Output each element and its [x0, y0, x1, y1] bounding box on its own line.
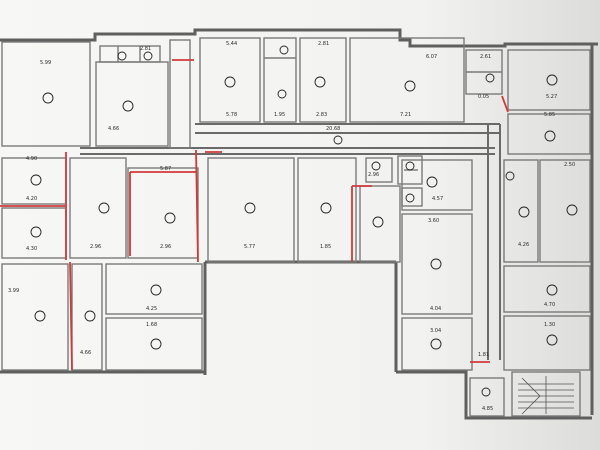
- room-markers: [30, 45, 578, 397]
- room-marker: [546, 334, 558, 346]
- red-markings: [0, 59, 509, 371]
- dim-label: 4.66: [108, 126, 119, 132]
- partitions: [1, 37, 591, 417]
- dim-label: 2.96: [368, 172, 379, 178]
- dim-label: 4.90: [26, 156, 37, 162]
- dim-label: 1.85: [320, 244, 331, 250]
- room-marker: [333, 135, 343, 145]
- dim-label: 4.66: [80, 350, 91, 356]
- dim-label: 2.50: [564, 162, 575, 168]
- room-marker: [143, 51, 153, 61]
- room-marker: [546, 74, 558, 86]
- dim-label: 7.21: [400, 112, 411, 118]
- room-marker: [320, 202, 332, 214]
- dim-label: 4.70: [544, 302, 555, 308]
- dim-label: 2.96: [90, 244, 101, 250]
- dim-label: 5.78: [226, 112, 237, 118]
- dimension-labels: 5.99 2.81 5.44 2.81 6.07 2.61 5.27 4.66 …: [8, 41, 575, 412]
- room-marker: [84, 310, 96, 322]
- room-marker: [372, 216, 384, 228]
- room-marker: [430, 338, 442, 350]
- dim-label: 4.25: [146, 306, 157, 312]
- dim-label: 1.68: [146, 322, 157, 328]
- room-marker: [150, 338, 162, 350]
- wall-north-left: [0, 28, 598, 48]
- staircase: [518, 376, 574, 415]
- dim-label: 5.27: [546, 94, 557, 100]
- room-marker: [405, 161, 415, 171]
- room-marker: [122, 100, 134, 112]
- room-marker: [42, 92, 54, 104]
- room-marker: [481, 387, 491, 397]
- room-marker: [404, 80, 416, 92]
- room-marker: [426, 176, 438, 188]
- room-marker: [117, 51, 127, 61]
- dim-label: 2.81: [140, 46, 151, 52]
- dim-label: 1.95: [274, 112, 285, 118]
- dim-label: 2.96: [160, 244, 171, 250]
- dim-label: 4.26: [518, 242, 529, 248]
- room-marker: [277, 89, 287, 99]
- dim-label: 2.83: [316, 112, 327, 118]
- room-marker: [164, 212, 176, 224]
- dim-label: 3.04: [430, 328, 441, 334]
- room-marker: [505, 171, 515, 181]
- dim-label: 1.81: [478, 352, 489, 358]
- dim-label: 2.81: [318, 41, 329, 47]
- room-marker: [405, 193, 415, 203]
- room-marker: [30, 226, 42, 238]
- room-marker: [485, 73, 495, 83]
- dim-label: 5.85: [544, 112, 555, 118]
- corridor: [80, 123, 501, 360]
- room-marker: [34, 310, 46, 322]
- dim-label: 4.30: [26, 246, 37, 252]
- room-marker: [546, 284, 558, 296]
- room-marker: [30, 174, 42, 186]
- dim-label: 2.61: [480, 54, 491, 60]
- room-marker: [566, 204, 578, 216]
- room-marker: [430, 258, 442, 270]
- dim-label: 4.20: [26, 196, 37, 202]
- room-marker: [244, 202, 256, 214]
- dim-label: 4.57: [432, 196, 443, 202]
- dim-label: 5.44: [226, 41, 237, 47]
- dim-label: 5.99: [40, 60, 51, 66]
- room-marker: [518, 206, 530, 218]
- room-marker: [314, 76, 326, 88]
- room-marker: [544, 130, 556, 142]
- room-marker: [224, 76, 236, 88]
- dim-label: 6.07: [426, 54, 437, 60]
- dim-label: 0.05: [478, 94, 489, 100]
- dim-label: 4.85: [482, 406, 493, 412]
- room-marker: [98, 202, 110, 214]
- wall-stair-block: [464, 370, 505, 420]
- dim-label: 1.30: [544, 322, 555, 328]
- dim-label: 5.87: [160, 166, 171, 172]
- dim-label: 3.60: [428, 218, 439, 224]
- room-marker: [279, 45, 289, 55]
- dim-label: 3.99: [8, 288, 19, 294]
- dim-label: 5.77: [244, 244, 255, 250]
- dim-label: 4.04: [430, 306, 441, 312]
- room-marker: [371, 161, 381, 171]
- room-marker: [150, 284, 162, 296]
- dim-label: 20.68: [326, 126, 340, 132]
